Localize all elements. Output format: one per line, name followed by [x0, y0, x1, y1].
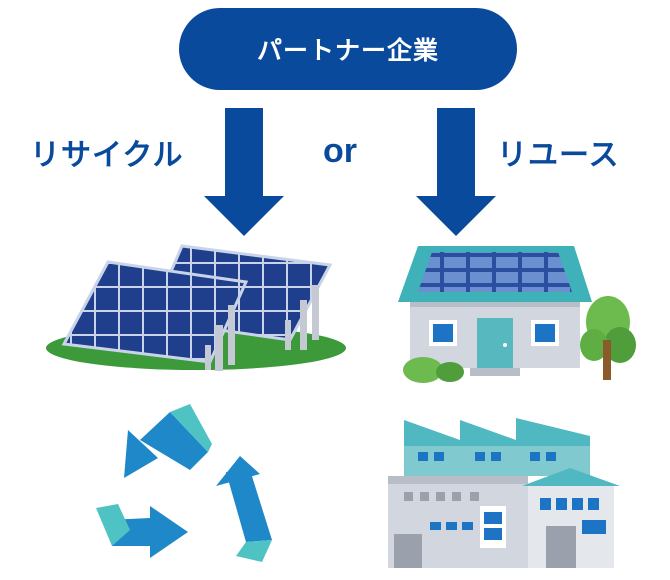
page-title: パートナー企業: [256, 36, 439, 65]
arrow-down-icon: [416, 108, 496, 236]
factory-icon: [388, 418, 620, 568]
reuse-label: リユース: [497, 138, 620, 173]
partner-company-badge: パートナー企業: [179, 8, 517, 90]
arrow-down-icon: [204, 108, 284, 236]
or-separator: or: [323, 132, 357, 170]
solar-house-icon: [398, 246, 636, 383]
solar-panel-field-icon: [46, 244, 346, 371]
recycle-label: リサイクル: [30, 138, 184, 173]
recycle-icon: [96, 404, 272, 562]
